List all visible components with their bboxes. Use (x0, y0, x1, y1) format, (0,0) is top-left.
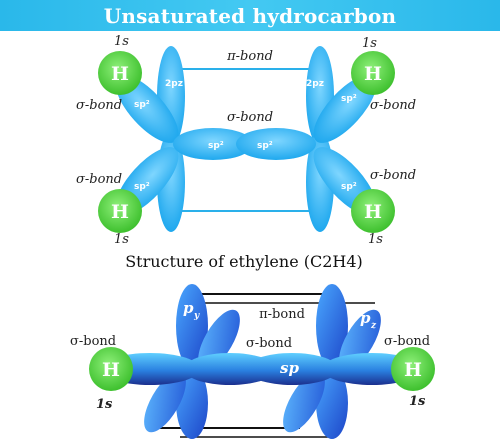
pi-bond-label: π-bond (226, 49, 273, 64)
s-orbital-label: 1s (114, 34, 129, 49)
pi-bond-label: π-bond (259, 307, 305, 322)
p2z-label: 2pz (306, 79, 324, 89)
pz-label: p (360, 309, 371, 327)
hydrogen-atom-top-left (98, 51, 142, 95)
pz-subscript: z (370, 321, 377, 331)
h-label: H (364, 63, 382, 85)
s-orbital-label: 1s (368, 232, 383, 247)
p2z-label: 2pz (165, 79, 183, 89)
py-lobe-left-top (176, 284, 208, 368)
diagram-title: Unsaturated hydrocarbon (103, 3, 397, 28)
s-orbital-label: 1s (409, 394, 426, 409)
title-banner: Unsaturated hydrocarbon (0, 0, 500, 31)
sp2-lobe-left-center (173, 128, 253, 160)
sp2-label: sp² (208, 141, 224, 151)
hydrogen-atom-right (391, 347, 435, 391)
sp2-label: sp² (341, 94, 357, 104)
sigma-bond-label: σ-bond (370, 168, 416, 183)
py-lobe-right-top (316, 284, 348, 368)
sp2-label: sp² (134, 100, 150, 110)
s-orbital-label: 1s (114, 232, 129, 247)
sp-label: sp (280, 359, 299, 377)
ethylene-caption: Structure of ethylene (C2H4) (125, 252, 363, 271)
ethylene-structure: H H H H sp² sp² sp² sp² sp² sp² 2pz 2pz … (76, 34, 416, 271)
acetylene-structure: H H p y p z sp π-bond σ-bond σ-bond σ-bo… (70, 284, 435, 439)
sp2-lobe-left-top (115, 75, 179, 143)
sigma-bond-label: σ-bond (370, 98, 416, 113)
pz-lobe-right-bottom (283, 371, 325, 433)
sigma-bond-label: σ-bond (246, 336, 292, 351)
pz-lobe-left-bottom (144, 371, 186, 433)
sigma-bond-label: σ-bond (227, 110, 273, 125)
h-label: H (364, 201, 382, 223)
hydrogen-atom-bottom-left (98, 189, 142, 233)
s-orbital-label: 1s (96, 397, 113, 412)
hydrogen-atom-top-right (351, 51, 395, 95)
h-label: H (102, 359, 120, 381)
hydrogen-atom-left (89, 347, 133, 391)
h-label: H (404, 359, 422, 381)
sigma-bond-label: σ-bond (76, 172, 122, 187)
sp2-lobe-right-top (313, 75, 377, 143)
sigma-bond-label: σ-bond (384, 334, 430, 349)
h-label: H (111, 63, 129, 85)
py-subscript: y (193, 311, 200, 321)
sigma-bond-label: σ-bond (76, 98, 122, 113)
sp2-label: sp² (134, 182, 150, 192)
h-label: H (111, 201, 129, 223)
py-label: p (183, 299, 194, 317)
hydrogen-atom-bottom-right (351, 189, 395, 233)
sigma-bond-label: σ-bond (70, 334, 116, 349)
sp2-label: sp² (257, 141, 273, 151)
sp2-label: sp² (341, 182, 357, 192)
sp2-lobe-right-center (236, 128, 316, 160)
s-orbital-label: 1s (362, 36, 377, 51)
sp-lobe-right-inner (246, 353, 338, 385)
